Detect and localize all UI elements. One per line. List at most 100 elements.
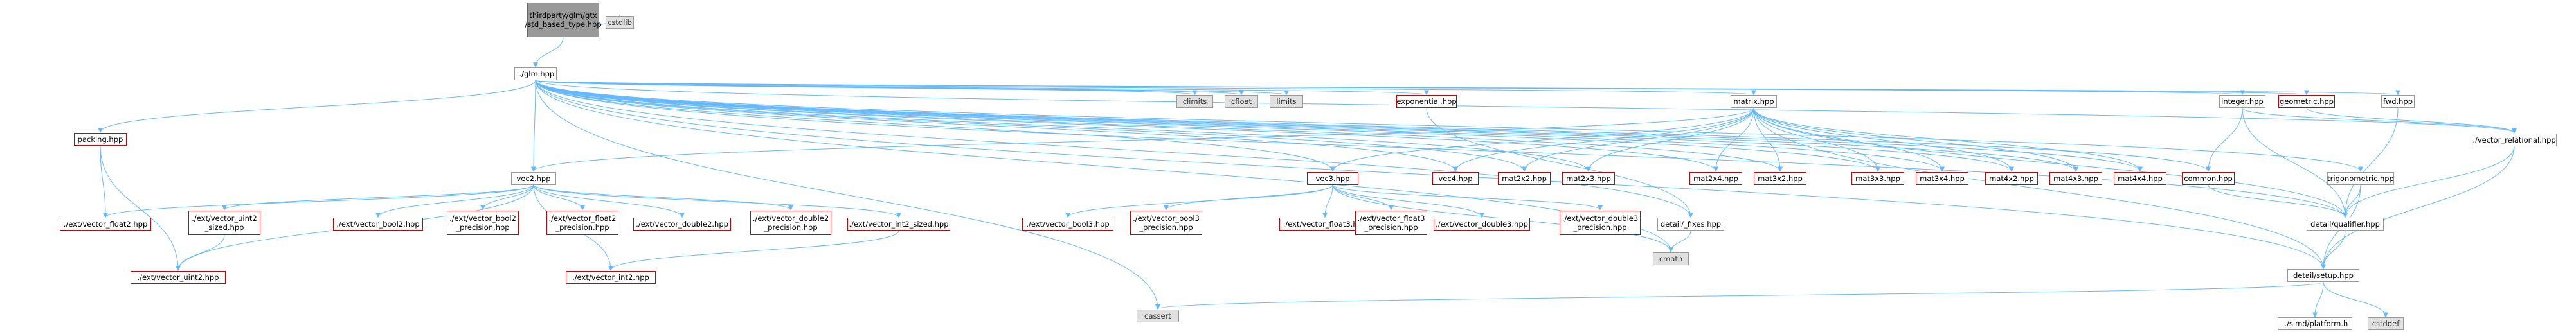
edge-glm-to-common [535, 80, 2211, 172]
edge-matrix-to-mat2x4 [1713, 108, 1754, 172]
node-vector-bool3-precision[interactable]: ./ext/vector_bool3_precision.hpp [1130, 210, 1202, 235]
node-trigonometric[interactable]: trigonometric.hpp [2327, 171, 2394, 185]
node-matrix[interactable]: matrix.hpp [1731, 95, 1777, 109]
node-label: /std_based_type.hpp [525, 20, 602, 30]
edge-vec3-to-vector-double3-precision [1332, 184, 1603, 211]
node-vector-uint2[interactable]: ./ext/vector_uint2.hpp [131, 270, 226, 284]
node-label: ../glm.hpp [516, 69, 555, 79]
node-vector-uint2-sized[interactable]: ./ext/vector_uint2_sized.hpp [188, 210, 260, 235]
node-label: detail/qualifier.hpp [2310, 220, 2380, 229]
node-integer[interactable]: integer.hpp [2219, 95, 2265, 109]
node-packing[interactable]: packing.hpp [74, 132, 127, 146]
node-cstddef[interactable]: cstddef [2368, 317, 2404, 331]
node-common[interactable]: common.hpp [2182, 171, 2235, 185]
node-mat3x2[interactable]: mat3x2.hpp [1754, 171, 1806, 185]
node-label: _precision.hpp [1573, 222, 1627, 232]
edge-glm-to-mat4x4 [535, 80, 2143, 172]
node-label: _precision.hpp [1139, 222, 1193, 232]
edge-matrix-to-qualifier [1753, 108, 2348, 218]
node-label: mat4x2.hpp [1989, 173, 2034, 183]
node-label: ./ext/vector_bool2.hpp [336, 220, 420, 229]
edge-vec2-to-vector-int2-sized [533, 184, 901, 218]
node-label: ./ext/vector_bool3 [1133, 213, 1200, 223]
node-mat2x3[interactable]: mat2x3.hpp [1562, 171, 1615, 185]
node-setup[interactable]: detail/setup.hpp [2287, 269, 2359, 283]
node-vector-double2-precision[interactable]: ./ext/vector_double2_precision.hpp [750, 210, 831, 235]
node-fwd[interactable]: fwd.hpp [2381, 95, 2415, 109]
node-vector-bool2[interactable]: ./ext/vector_bool2.hpp [333, 218, 423, 231]
node-label: cstdlib [608, 18, 632, 28]
node-vector-relational[interactable]: ./vector_relational.hpp [2472, 133, 2557, 146]
edge-glm-to-mat2x4 [535, 80, 1718, 172]
node-vector-double3[interactable]: ./ext/vector_double3.hpp [1434, 218, 1530, 231]
edge-matrix-to-mat2x3 [1586, 108, 1754, 172]
node-vec2[interactable]: vec2.hpp [511, 171, 556, 185]
node-vector-float2-precision[interactable]: ./ext/vector_float2_precision.hpp [546, 210, 618, 235]
edge-exponential-to-fixes [1426, 108, 1693, 218]
node-vector-bool3[interactable]: ./ext/vector_bool3.hpp [1022, 218, 1113, 231]
node-mat4x2[interactable]: mat4x2.hpp [1985, 171, 2038, 185]
node-vector-int2-sized[interactable]: ./ext/vector_int2_sized.hpp [847, 218, 950, 231]
edge-packing-to-vector-uint2 [100, 145, 181, 271]
node-label: mat3x2.hpp [1758, 173, 1803, 183]
node-limits[interactable]: limits [1270, 95, 1303, 109]
node-qualifier[interactable]: detail/qualifier.hpp [2307, 218, 2384, 231]
node-vector-int2[interactable]: ./ext/vector_int2.hpp [566, 270, 656, 284]
node-simd-platform[interactable]: ../simd/platform.h [2278, 317, 2352, 331]
edge-vector-int2-sized-to-vector-int2 [608, 231, 899, 271]
node-mat2x2[interactable]: mat2x2.hpp [1498, 171, 1551, 185]
node-cstdlib[interactable]: cstdlib [606, 16, 634, 30]
node-mat3x3[interactable]: mat3x3.hpp [1851, 171, 1904, 185]
node-vector-float3-precision[interactable]: ./ext/vector_float3_precision.hpp [1355, 210, 1427, 235]
node-vector-bool2-precision[interactable]: ./ext/vector_bool2_precision.hpp [447, 210, 519, 235]
edge-fixes-to-cmath [1668, 231, 1691, 252]
node-std-based-type[interactable]: thirdparty/glm/gtx/std_based_type.hpp [525, 3, 602, 38]
node-label: exponential.hpp [1396, 97, 1457, 107]
node-label: ./ext/vector_bool3.hpp [1026, 220, 1110, 229]
node-mat4x4[interactable]: mat4x4.hpp [2114, 171, 2166, 185]
edge-vec3-to-vector-bool3-precision [1164, 184, 1333, 211]
node-glm[interactable]: ../glm.hpp [514, 67, 557, 81]
node-mat3x4[interactable]: mat3x4.hpp [1916, 171, 1968, 185]
node-label: ./ext/vector_float2.hpp [63, 220, 148, 229]
node-vec4[interactable]: vec4.hpp [1432, 171, 1479, 185]
edge-glm-to-qualifier [535, 80, 2348, 218]
edge-glm-to-fwd [535, 80, 2400, 96]
node-vector-float2[interactable]: ./ext/vector_float2.hpp [60, 218, 151, 231]
node-label: _precision.hpp [764, 222, 818, 232]
node-label: ./ext/vector_uint2.hpp [137, 272, 219, 282]
edge-glm-to-fixes [535, 80, 1693, 218]
edge-matrix-to-vec2 [531, 108, 1754, 172]
edge-std-based-type-to-glm [533, 37, 564, 68]
node-label: climits [1182, 97, 1207, 107]
edge-matrix-to-mat4x3 [1753, 108, 2078, 172]
edge-fwd-to-qualifier [2343, 108, 2399, 218]
node-label: vec3.hpp [1315, 173, 1350, 183]
node-label: ./ext/vector_int2_sized.hpp [849, 220, 949, 229]
node-label: ./ext/vector_double3 [1562, 213, 1639, 223]
edge-matrix-to-mat3x3 [1753, 108, 1880, 172]
node-label: ./ext/vector_int2.hpp [572, 272, 649, 282]
node-label: ./ext/vector_float3.hpp [1283, 220, 1367, 229]
node-mat2x4[interactable]: mat2x4.hpp [1689, 171, 1742, 185]
node-label: integer.hpp [2221, 97, 2264, 107]
node-vec3[interactable]: vec3.hpp [1307, 171, 1358, 185]
node-vector-double3-precision[interactable]: ./ext/vector_double3_precision.hpp [1560, 210, 1641, 235]
node-cmath[interactable]: cmath [1653, 252, 1689, 265]
node-mat4x3[interactable]: mat4x3.hpp [2049, 171, 2102, 185]
node-fixes[interactable]: detail/_fixes.hpp [1657, 218, 1724, 231]
node-label: detail/_fixes.hpp [1660, 220, 1722, 229]
node-label: mat2x2.hpp [1502, 173, 1547, 183]
node-exponential[interactable]: exponential.hpp [1396, 95, 1457, 109]
node-cfloat[interactable]: cfloat [1225, 95, 1258, 109]
node-vector-double2[interactable]: ./ext/vector_double2.hpp [633, 218, 731, 231]
node-geometric[interactable]: geometric.hpp [2278, 95, 2335, 109]
edge-setup-to-cstddef [2323, 282, 2388, 318]
edge-vec2-to-vector-uint2-sized [222, 184, 534, 211]
node-climits[interactable]: climits [1176, 95, 1213, 109]
node-vector-float3[interactable]: ./ext/vector_float3.hpp [1279, 218, 1371, 231]
edge-glm-to-vector-relational [535, 80, 2517, 134]
edge-glm-to-mat3x3 [535, 80, 1880, 172]
node-cassert[interactable]: cassert [1137, 309, 1179, 322]
